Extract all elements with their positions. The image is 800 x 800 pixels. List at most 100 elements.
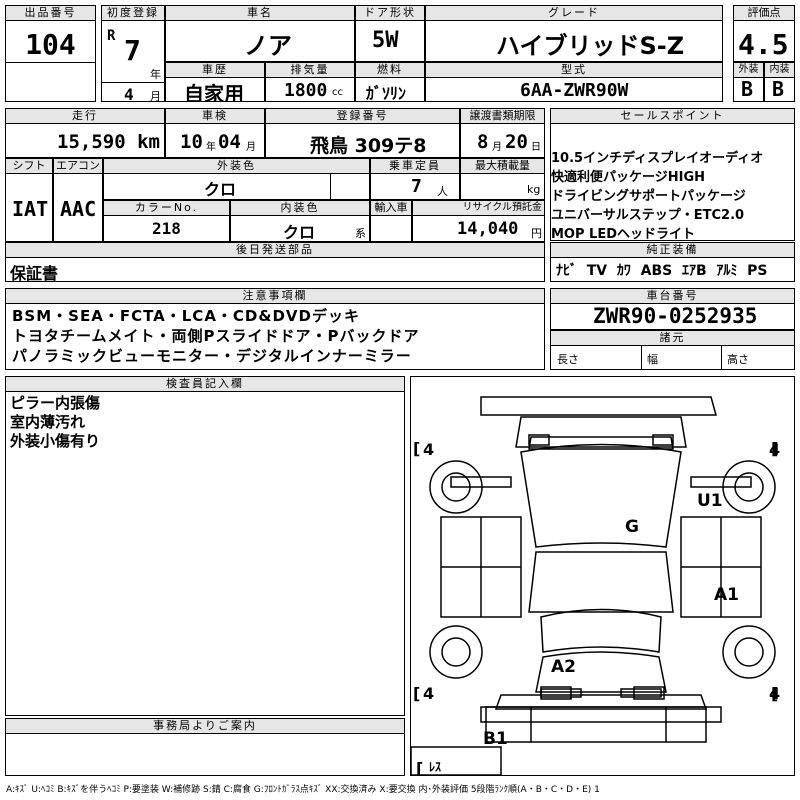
transfer-day-unit: 日 [531, 142, 541, 153]
equipment-item: PS [747, 263, 768, 279]
exterior-color-cell: 外装色 クロ [103, 158, 370, 200]
office-cell: 事務局よりご案内 [5, 718, 405, 776]
shift-label: シフト [6, 159, 52, 174]
aircon-label: エアコン [54, 159, 102, 174]
exterior-grade: B [741, 77, 754, 101]
capacity-unit: 人 [437, 185, 448, 198]
registration-number: 飛鳥 309テ8 [310, 135, 427, 157]
capacity-value: 7 [411, 176, 422, 197]
lot-number-cell: 出品番号 104 [5, 5, 96, 102]
transfer-month: 8 [477, 131, 489, 153]
history-cell: 車歴 自家用 [165, 62, 265, 102]
color-number-cell: カラーNo. 218 [103, 200, 230, 242]
fuel-cell: 燃料 ｶﾞｿﾘﾝ [355, 62, 425, 102]
fuel-label: 燃料 [356, 63, 424, 78]
capacity-cell: 乗車定員 7 人 [370, 158, 460, 200]
chassis-label: 車台番号 [551, 289, 794, 304]
score-value: 4.5 [738, 28, 789, 61]
max-load-unit: kg [527, 183, 541, 196]
sales-points-list: 10.5インチディスプレイオーディオ 快適利便パッケージHIGH ドライビングサ… [551, 149, 764, 241]
dimensions-cell: 諸元 長さ 幅 高さ [550, 330, 795, 370]
sales-points-cell: セールスポイント 10.5インチディスプレイオーディオ 快適利便パッケージHIG… [550, 108, 795, 241]
height-label: 高さ [727, 353, 749, 366]
history-label: 車歴 [166, 63, 264, 78]
interior-color-unit: 系 [355, 227, 366, 240]
sales-point: ドライビングサポートパッケージ [551, 189, 746, 204]
svg-text:[: [ [771, 684, 778, 703]
inspection-year-unit: 年 [206, 142, 216, 153]
sales-point: MOP LEDヘッドライト [551, 227, 695, 241]
interior-color-cell: 内装色 クロ 系 [230, 200, 370, 242]
recycle-cell: リサイクル預託金 14,040 円 [412, 200, 545, 242]
equipment-cell: 純正装備 ﾅﾋﾞ TV ｶﾜ ABS ｴｱB ｱﾙﾐ PS PW [550, 242, 795, 282]
equipment-item: ﾅﾋﾞ [556, 263, 577, 279]
score-label: 評価点 [734, 6, 794, 21]
tire-front-right: 4 [769, 440, 781, 459]
year-unit: 年 [150, 68, 161, 81]
inspector-cell: 検査員記入欄 ピラー内張傷 室内薄汚れ 外装小傷有り [5, 376, 405, 716]
svg-text:[: [ [771, 439, 778, 458]
note-line: BSM・SEA・FCTA・LCA・CD&DVDデッキ [12, 307, 360, 325]
displacement-label: 排気量 [266, 63, 354, 78]
model-cell: 型式 6AA-ZWR90W [425, 62, 723, 102]
parts-value: 保証書 [10, 264, 59, 282]
exterior-grade-cell: 外装 B [733, 62, 764, 102]
damage-mark-g: G [625, 517, 639, 537]
sales-points-label: セールスポイント [551, 109, 794, 124]
inspector-note: ピラー内張傷 [10, 394, 101, 412]
equipment-item: ｱﾙﾐ [716, 263, 738, 279]
recycle-unit: 円 [531, 227, 542, 240]
registration-year: 7 [124, 34, 141, 67]
exterior-color: クロ [204, 180, 237, 199]
equipment-item: ABS [640, 263, 673, 279]
max-load-label: 最大積載量 [461, 159, 544, 174]
transfer-deadline-cell: 譲渡書類期限 8 月 20 日 [460, 108, 545, 158]
grade-cell: グレード ハイブリッドS-Z [425, 5, 723, 62]
inspection-label: 車検 [166, 109, 264, 124]
sales-point: 快適利便パッケージHIGH [551, 170, 706, 185]
import-cell: 輸入車 [370, 200, 412, 242]
registration-number-cell: 登録番号 飛鳥 309テ8 [265, 108, 460, 158]
door-cell: ドア形状 5W [355, 5, 425, 62]
mileage-value: 15,590 km [57, 131, 160, 153]
aircon-value: AAC [60, 197, 97, 221]
exterior-color-label: 外装色 [104, 159, 369, 174]
damage-mark-b1: B1 [483, 729, 508, 749]
parts-cell: 後日発送部品 保証書 [5, 242, 545, 282]
lot-number: 104 [25, 28, 76, 61]
dimensions-label: 諸元 [551, 331, 794, 346]
svg-text:[: [ [413, 439, 420, 458]
history-value: 自家用 [184, 82, 244, 102]
car-name-label: 車名 [166, 6, 354, 21]
inspector-note: 外装小傷有り [10, 432, 101, 450]
notes-label: 注意事項欄 [6, 289, 544, 304]
mileage-cell: 走行 15,590 km [5, 108, 165, 158]
interior-grade-label: 内装 [765, 63, 794, 78]
interior-grade: B [772, 77, 785, 101]
equipment-item: ｴｱB [681, 263, 707, 279]
inspector-notes: ピラー内張傷 室内薄汚れ 外装小傷有り [10, 394, 100, 451]
spare-tire-label: ﾚｽ [429, 760, 442, 774]
parts-label: 後日発送部品 [6, 243, 544, 258]
note-line: パノラミックビューモニター・デジタルインナーミラー [12, 347, 412, 365]
note-line: トヨタチームメイト・両側Pスライドドア・Pバックドア [12, 327, 420, 345]
recycle-label: リサイクル預託金 [413, 201, 544, 216]
era: R [107, 28, 116, 44]
interior-color-label: 内装色 [231, 201, 369, 216]
displacement-unit: cc [332, 87, 343, 98]
registration-number-label: 登録番号 [266, 109, 459, 124]
aircon-cell: エアコン AAC [53, 158, 103, 242]
svg-text:[: [ [413, 684, 420, 703]
equipment-item: ｶﾜ [616, 263, 631, 279]
displacement-cell: 排気量 1800 cc [265, 62, 355, 102]
model-value: 6AA-ZWR90W [520, 80, 629, 101]
door-label: ドア形状 [356, 6, 424, 21]
notes-text: BSM・SEA・FCTA・LCA・CD&DVDデッキ トヨタチームメイト・両側P… [12, 306, 420, 366]
car-name-cell: 車名 ノア [165, 5, 355, 62]
inspection-year: 10 [180, 131, 203, 153]
sales-point: 10.5インチディスプレイオーディオ [551, 151, 764, 166]
inspector-label: 検査員記入欄 [6, 377, 404, 392]
chassis-number: ZWR90-0252935 [593, 304, 758, 328]
sales-point: ユニバーサルステップ・ETC2.0 [551, 208, 745, 223]
month-unit: 月 [150, 90, 161, 102]
